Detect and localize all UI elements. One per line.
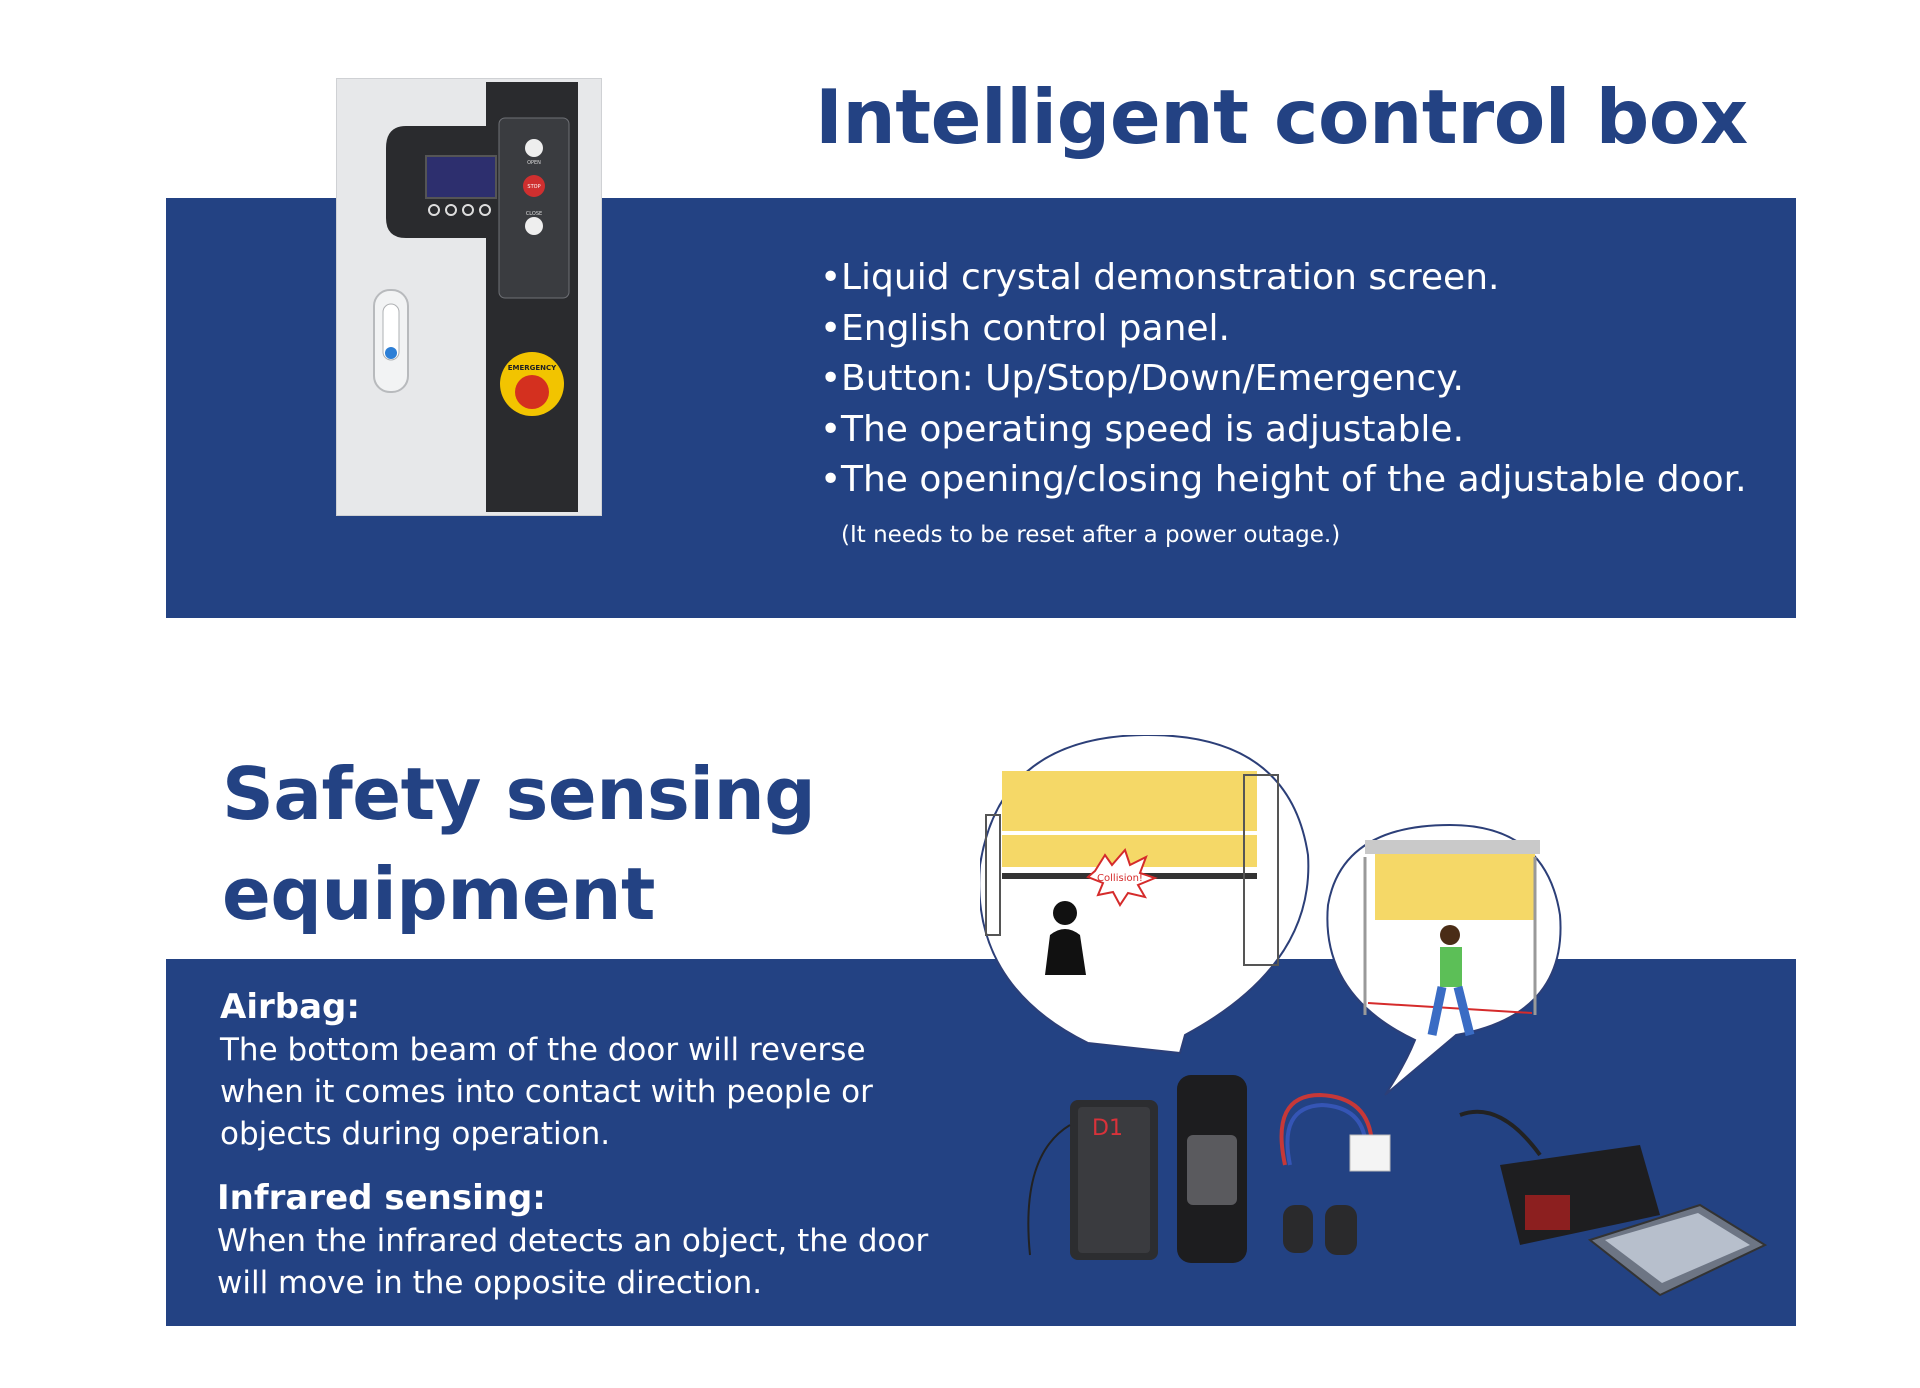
feature-item: Liquid crystal demonstration screen. (820, 253, 1760, 304)
d1-module-image: D1 (1027, 1100, 1158, 1260)
safety-band (166, 959, 1796, 1326)
power-outage-note: (It needs to be reset after a power outa… (841, 521, 1341, 548)
infrared-section: Infrared sensing: When the infrared dete… (217, 1176, 977, 1304)
airbag-sensor-image (1177, 1075, 1247, 1263)
d1-label: D1 (1092, 1116, 1123, 1141)
photoelectric-sensor-image (1459, 1109, 1768, 1297)
collision-bubble: Collision! (980, 735, 1310, 1055)
airbag-section: Airbag: The bottom beam of the door will… (220, 985, 940, 1155)
control-box-title: Intelligent control box (815, 73, 1748, 161)
infrared-text: When the infrared detects an object, the… (217, 1223, 929, 1301)
safety-illustration: Collision! D1 (980, 735, 1768, 1297)
airbag-title: Airbag: (220, 987, 360, 1027)
infrared-title: Infrared sensing: (217, 1178, 546, 1218)
feature-item: The operating speed is adjustable. (820, 405, 1760, 456)
feature-item: English control panel. (820, 304, 1760, 355)
emergency-label: EMERGENCY (508, 364, 557, 372)
feature-list: Liquid crystal demonstration screen. Eng… (820, 253, 1760, 560)
open-label: OPEN (527, 160, 541, 166)
feature-item: The opening/closing height of the adjust… (820, 455, 1760, 560)
stop-label: STOP (527, 184, 540, 190)
control-box-image: OPEN STOP CLOSE EMERGENCY (336, 78, 602, 516)
feature-item: Button: Up/Stop/Down/Emergency. (820, 354, 1760, 405)
close-label: CLOSE (526, 211, 542, 217)
infrared-bubble (1326, 823, 1562, 1096)
collision-label: Collision! (1097, 873, 1143, 884)
airbag-text: The bottom beam of the door will reverse… (220, 1032, 873, 1152)
wire-connector-image (1279, 1092, 1391, 1255)
